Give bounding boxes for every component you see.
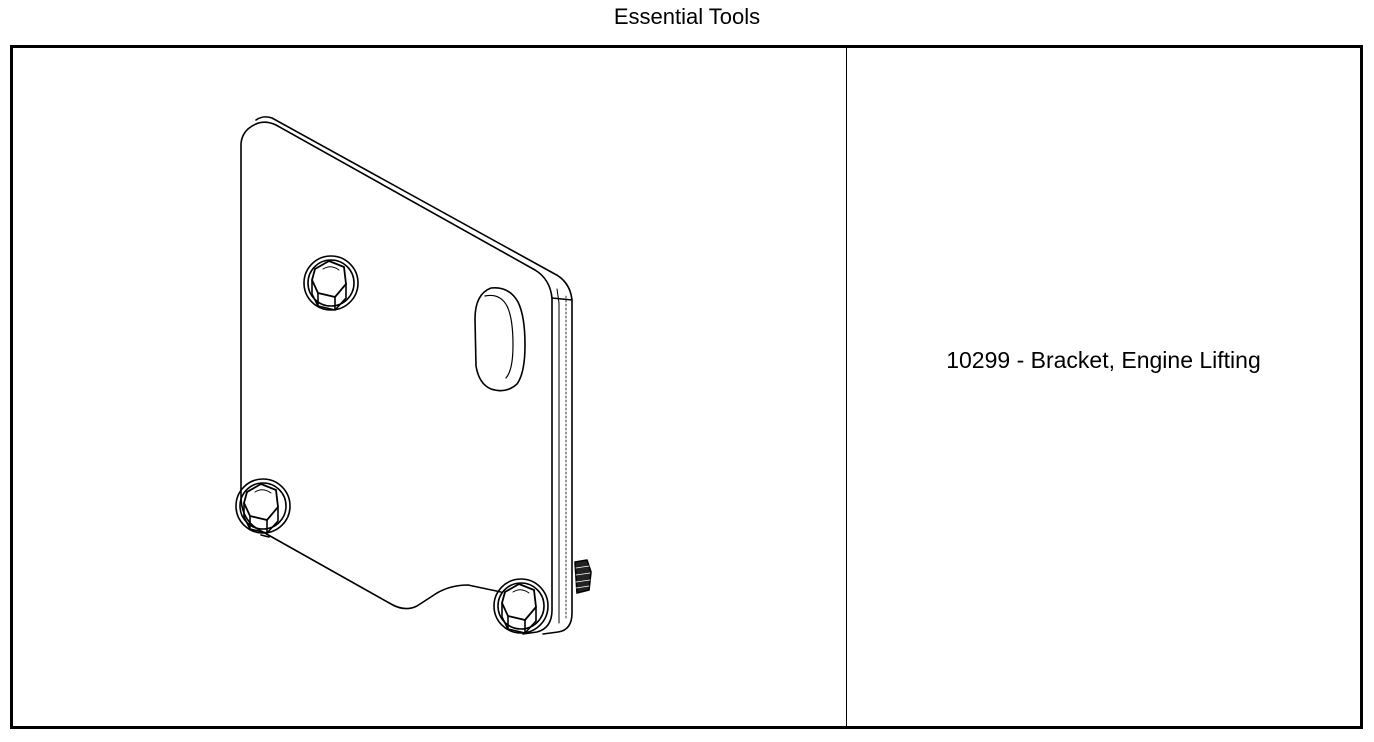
tool-image-cell xyxy=(13,48,847,726)
bolt-icon xyxy=(493,578,549,634)
essential-tools-table: 10299 - Bracket, Engine Lifting xyxy=(10,45,1363,729)
bolt-icon xyxy=(235,478,291,534)
bolt-icon xyxy=(303,255,359,311)
engine-lifting-bracket-icon xyxy=(235,116,592,635)
page-title: Essential Tools xyxy=(613,4,761,29)
tool-description-cell: 10299 - Bracket, Engine Lifting xyxy=(847,48,1360,726)
tool-description: 10299 - Bracket, Engine Lifting xyxy=(946,346,1261,373)
